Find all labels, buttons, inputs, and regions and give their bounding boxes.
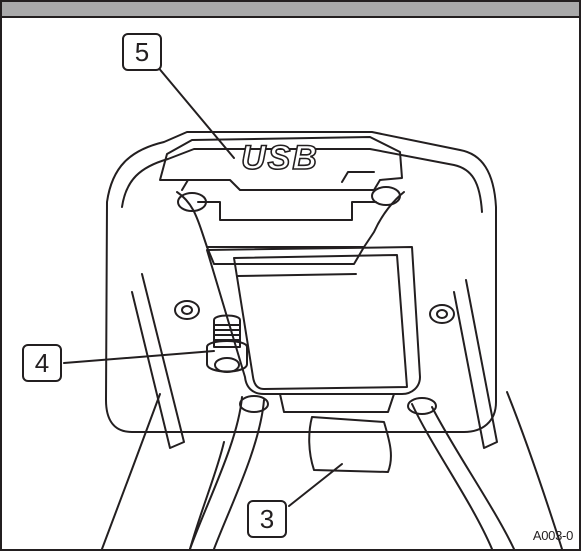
usb-cover — [159, 136, 403, 191]
center-plate — [206, 246, 421, 395]
leader-4 — [63, 350, 215, 364]
cable-plug — [308, 416, 392, 473]
figure-code: A003-0 — [532, 528, 573, 543]
leader-5 — [156, 65, 235, 159]
leader-3 — [288, 463, 343, 507]
callout-4: 4 — [22, 344, 62, 382]
figure-header-bar — [2, 2, 579, 18]
housing-inner-rim — [121, 148, 483, 213]
callout-5: 5 — [122, 33, 162, 71]
screw-head — [206, 340, 248, 373]
callout-3: 3 — [247, 500, 287, 538]
usb-embossed-label: USB — [241, 139, 319, 177]
housing-outline — [105, 131, 497, 433]
